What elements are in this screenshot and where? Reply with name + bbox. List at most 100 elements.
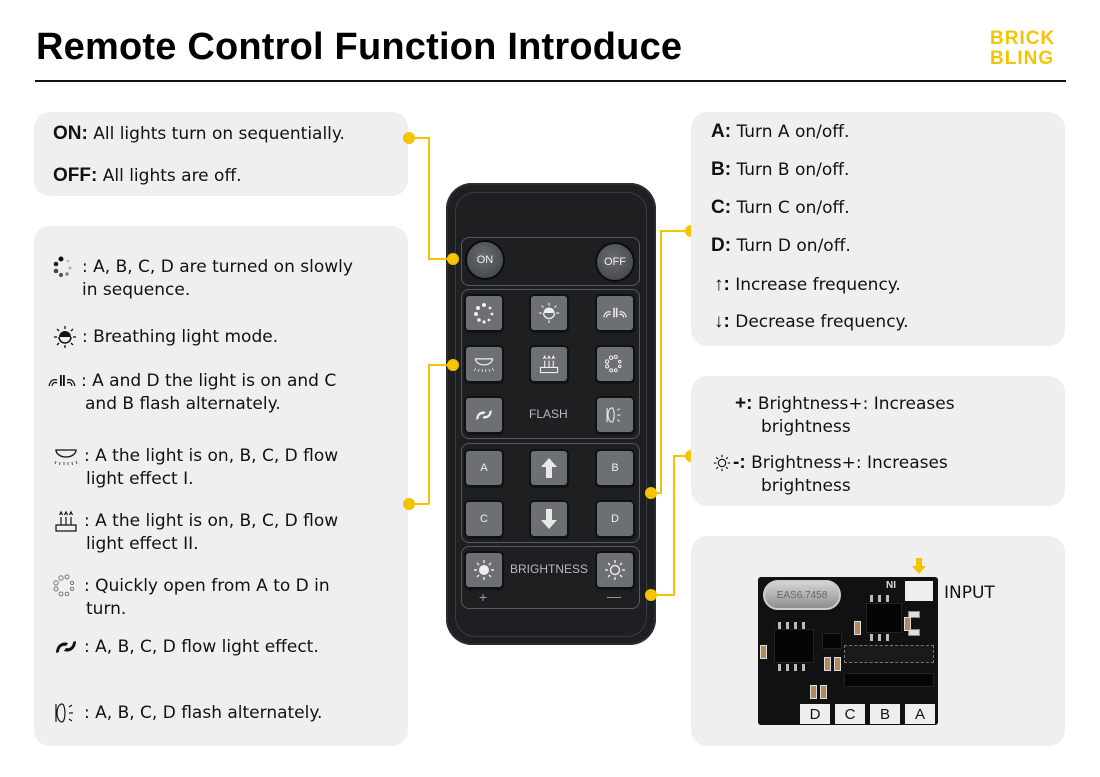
pin bbox=[786, 664, 789, 671]
increase-frequency-description: ↑: Increase frequency. bbox=[714, 274, 901, 295]
mode-item-slow-sequence: : A, B, C, D are turned on slowly in seq… bbox=[52, 255, 353, 302]
port-c: C bbox=[835, 704, 865, 724]
dots-circle-icon bbox=[474, 303, 494, 324]
connector-line bbox=[428, 364, 430, 504]
resistor bbox=[824, 657, 831, 671]
remote-brightness-down-button[interactable] bbox=[597, 553, 633, 587]
hollow-circles-icon bbox=[604, 354, 622, 373]
crystal-oscillator: EAS6.7458 bbox=[763, 580, 841, 610]
pin bbox=[878, 595, 881, 602]
remote-quick-open-button[interactable] bbox=[597, 347, 633, 381]
channel-a-description: A: Turn A on/off. bbox=[711, 121, 850, 142]
ic-chip bbox=[866, 603, 902, 633]
remote-breathing-button[interactable] bbox=[531, 296, 567, 330]
connector-line bbox=[428, 364, 452, 366]
connector-line bbox=[660, 230, 687, 232]
resistor bbox=[760, 645, 767, 659]
connector-dot bbox=[403, 498, 415, 510]
plus-sign: + bbox=[479, 589, 488, 605]
pin bbox=[802, 622, 805, 629]
modes-card bbox=[34, 226, 408, 746]
remote-slow-sequence-button[interactable] bbox=[466, 296, 502, 330]
minus-sign: — bbox=[607, 588, 621, 604]
pin bbox=[778, 622, 781, 629]
remote-flash-button[interactable] bbox=[597, 398, 633, 432]
remote-fountain-button[interactable] bbox=[597, 296, 633, 330]
controller-board: EAS6.7458 NI D C B A bbox=[758, 577, 938, 725]
remote-down-button[interactable] bbox=[531, 502, 567, 536]
hollow-circles-icon bbox=[53, 574, 75, 597]
arrow-down-icon bbox=[541, 509, 557, 529]
decrease-frequency-description: ↓: Decrease frequency. bbox=[714, 311, 909, 332]
sun-outline-icon bbox=[713, 454, 731, 472]
remote-flow-button[interactable] bbox=[466, 398, 502, 432]
connector-line bbox=[652, 594, 675, 596]
lamp-shade-icon bbox=[54, 449, 78, 466]
brightness-up-description: +: Brightness+: Increases brightness bbox=[735, 393, 955, 437]
mode-group bbox=[461, 289, 640, 439]
ic-chip bbox=[774, 629, 814, 663]
brightness-label: BRIGHTNESS bbox=[510, 562, 589, 576]
remote-brightness-up-button[interactable] bbox=[466, 553, 502, 587]
remote-b-button[interactable]: B bbox=[597, 451, 633, 485]
title-divider bbox=[35, 80, 1066, 82]
bat-pad bbox=[908, 629, 920, 636]
fountain-icon bbox=[603, 307, 627, 318]
bat-pad bbox=[908, 611, 920, 618]
connector-dot bbox=[645, 487, 657, 499]
mode-item-flow-1: : A the light is on, B, C, D flow light … bbox=[52, 445, 338, 491]
remote-off-button[interactable]: OFF bbox=[597, 244, 633, 280]
remote-flow-1-button[interactable] bbox=[466, 347, 502, 381]
mode-item-flow-2: : A the light is on, B, C, D flow light … bbox=[52, 509, 338, 556]
remote-up-button[interactable] bbox=[531, 451, 567, 485]
connector-line bbox=[660, 230, 662, 493]
fountain-icon bbox=[48, 375, 76, 387]
remote-a-button[interactable]: A bbox=[466, 451, 502, 485]
breathing-sun-icon bbox=[54, 326, 76, 348]
remote-c-button[interactable]: C bbox=[466, 502, 502, 536]
connector-line bbox=[409, 503, 429, 505]
flash-label: FLASH bbox=[529, 407, 568, 421]
flash-lamp-icon bbox=[606, 407, 621, 423]
swirl-icon bbox=[56, 641, 76, 653]
pin bbox=[878, 634, 881, 641]
mosfet-row bbox=[844, 673, 934, 687]
breathing-sun-icon bbox=[538, 302, 560, 324]
input-arrow-icon bbox=[912, 558, 926, 574]
connector-line bbox=[409, 137, 429, 139]
input-label: INPUT bbox=[944, 583, 995, 603]
power-group bbox=[461, 237, 640, 286]
dots-circle-icon bbox=[53, 256, 72, 278]
arrow-up-icon bbox=[541, 458, 557, 478]
swirl-icon bbox=[476, 410, 492, 420]
resistor bbox=[810, 685, 817, 699]
mode-item-breathing: : Breathing light mode. bbox=[52, 325, 278, 349]
flash-lamp-icon bbox=[55, 703, 73, 723]
channel-b-description: B: Turn B on/off. bbox=[711, 159, 850, 180]
pin bbox=[794, 664, 797, 671]
resistor bbox=[904, 617, 911, 631]
power-card bbox=[34, 112, 408, 196]
connector-line bbox=[428, 258, 453, 260]
remote-bezel bbox=[455, 192, 647, 637]
cake-candles-icon bbox=[55, 510, 77, 532]
remote-flow-2-button[interactable] bbox=[531, 347, 567, 381]
port-d: D bbox=[800, 704, 830, 724]
port-b: B bbox=[870, 704, 900, 724]
resistor bbox=[834, 657, 841, 671]
mode-item-flash: : A, B, C, D flash alternately. bbox=[52, 701, 322, 725]
connector-line bbox=[673, 455, 675, 595]
mode-item-quick-open: : Quickly open from A to D in turn. bbox=[52, 574, 330, 621]
channel-d-description: D: Turn D on/off. bbox=[711, 235, 851, 256]
remote-on-button[interactable]: ON bbox=[467, 242, 503, 278]
channel-c-description: C: Turn C on/off. bbox=[711, 197, 850, 218]
on-description: ON: All lights turn on sequentially. bbox=[53, 123, 345, 144]
page-title: Remote Control Function Introduce bbox=[36, 26, 683, 68]
pin bbox=[802, 664, 805, 671]
remote-d-button[interactable]: D bbox=[597, 502, 633, 536]
lamp-shade-icon bbox=[474, 358, 494, 372]
sun-outline-icon bbox=[605, 560, 625, 580]
pin bbox=[886, 595, 889, 602]
pin bbox=[870, 634, 873, 641]
mode-item-flow: : A, B, C, D flow light effect. bbox=[52, 637, 319, 657]
